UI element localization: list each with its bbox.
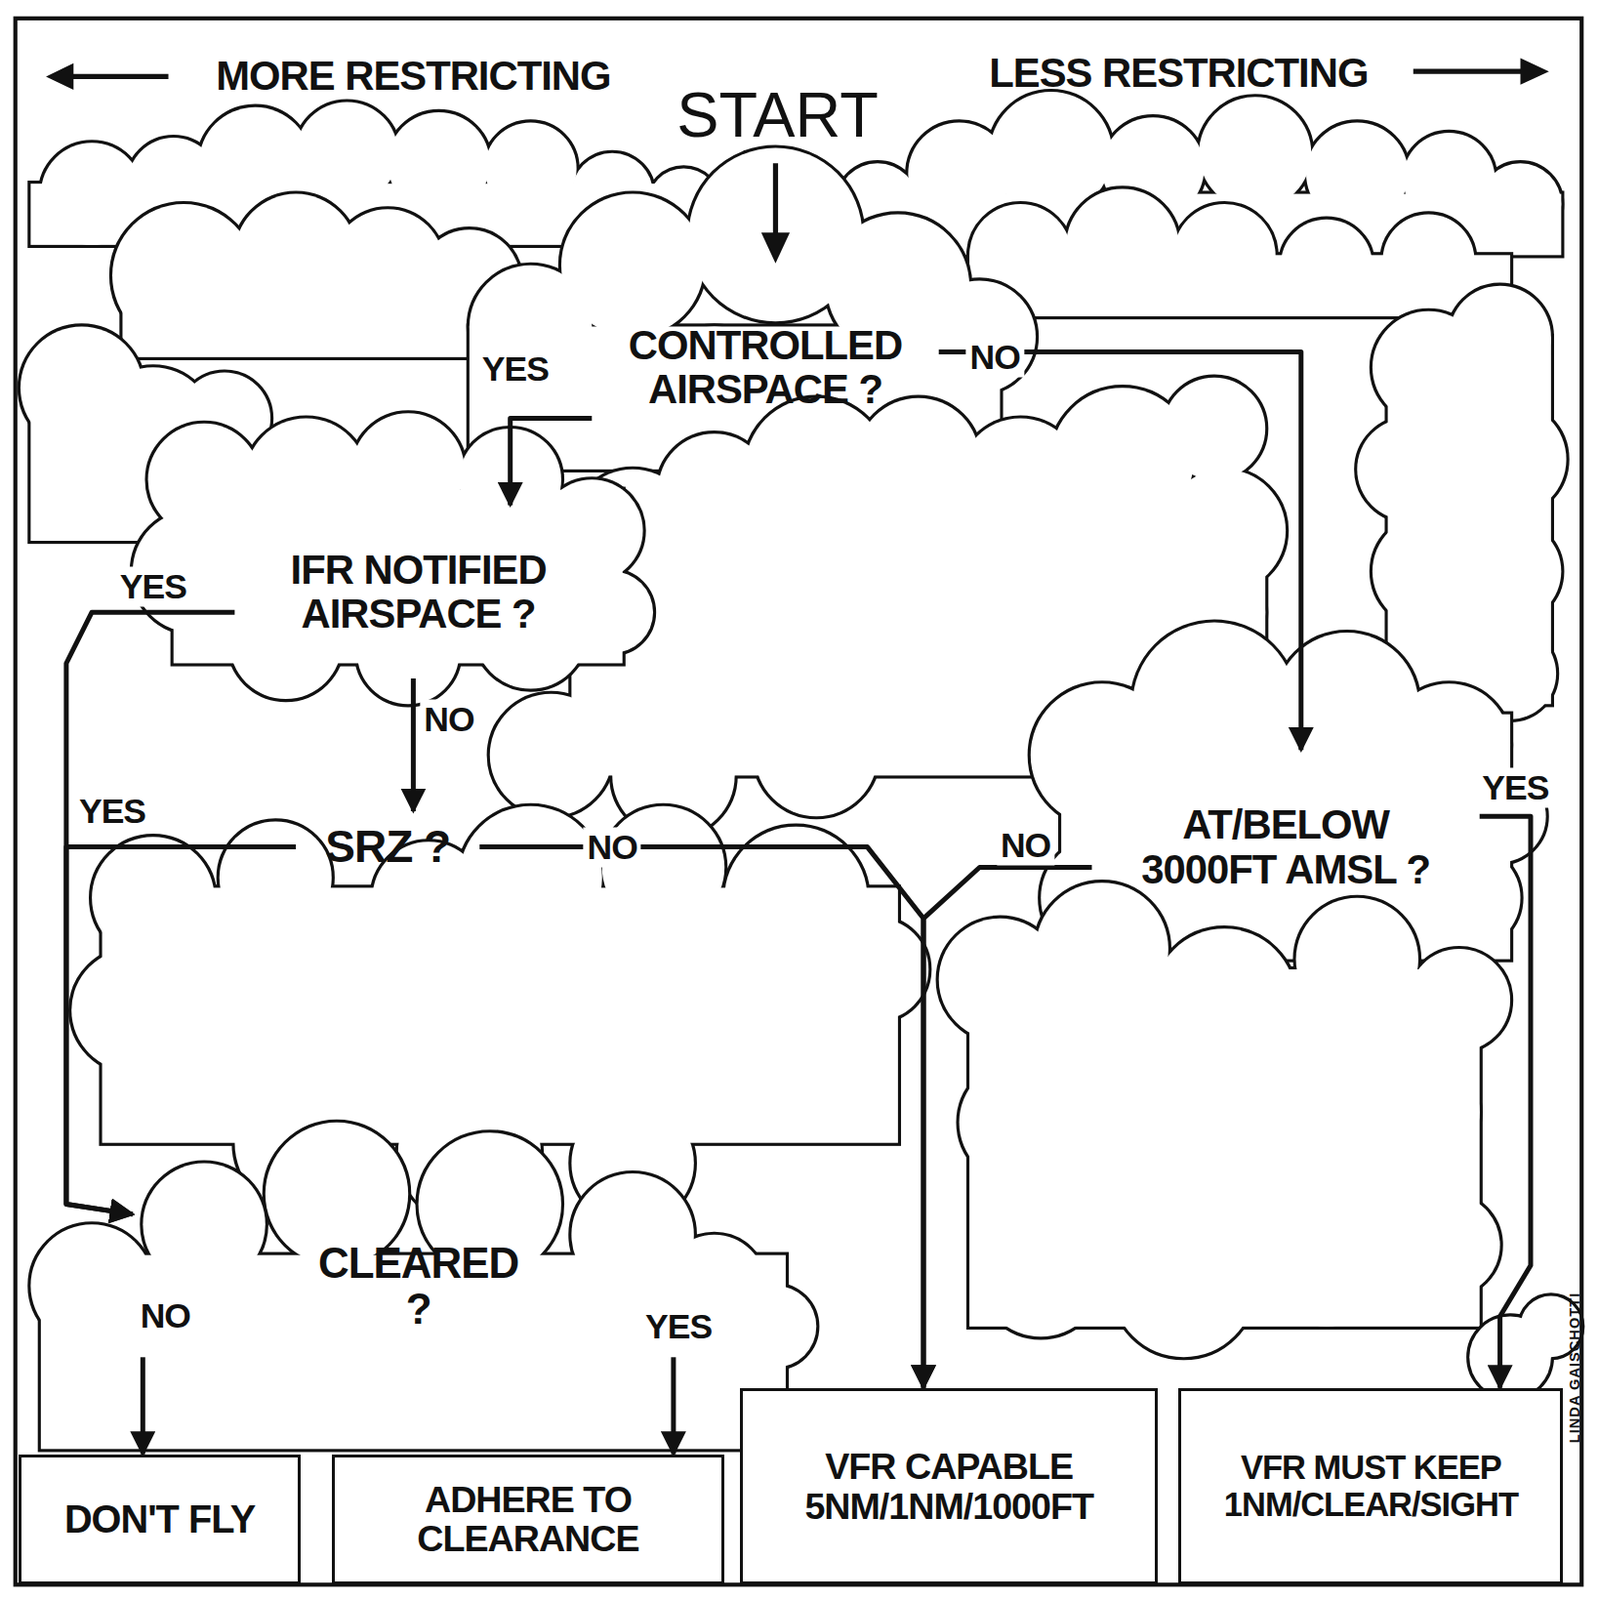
edge-label: NO [583, 826, 642, 867]
decision-cloud: CONTROLLED AIRSPACE ? [591, 290, 939, 445]
node-text: SRZ ? [325, 822, 451, 872]
cloud-outline [132, 412, 654, 704]
outcome-box: VFR CAPABLE 5NM/1NM/1000FT [739, 1388, 1159, 1586]
flow-arrow [510, 418, 593, 506]
outcome-box: VFR MUST KEEP 1NM/CLEAR/SIGHT [1178, 1388, 1563, 1586]
flow-arrow [410, 678, 416, 812]
edge-label: YES [641, 1306, 716, 1347]
flow-arrow [66, 612, 236, 1215]
flow-arrow [140, 1356, 146, 1454]
flow-arrow [1479, 816, 1531, 1388]
edge-label: YES [1477, 768, 1553, 809]
decision-cloud: AT/BELOW 3000FT AMSL ? [1092, 749, 1480, 944]
node-text: DON'T FLY [64, 1498, 255, 1541]
edge-label: NO [419, 698, 478, 739]
edge-label: YES [478, 349, 553, 390]
cloud [30, 1122, 817, 1449]
arrow-head [761, 232, 790, 263]
node-text: CLEARED ? [306, 1239, 532, 1333]
cloud [112, 194, 521, 358]
flow-arrow [66, 847, 296, 1215]
node-text: ADHERE TO CLEARANCE [344, 1479, 712, 1559]
start-label: START [676, 78, 878, 152]
decision-cloud: CLEARED ? [132, 1214, 704, 1357]
arrow-head [1520, 58, 1550, 85]
artist-signature: LINDA GAISCHOTTI [1566, 1292, 1583, 1443]
header-arrow [1413, 69, 1531, 75]
edge-label: YES [116, 567, 191, 608]
edge-label: YES [75, 791, 150, 832]
cloud [939, 882, 1511, 1357]
arrow-head [45, 63, 74, 90]
flow-arrow [479, 847, 924, 1389]
cloud [1469, 1296, 1582, 1399]
cloud [969, 188, 1511, 317]
start-arrow [773, 163, 779, 240]
edge-label: NO [136, 1296, 195, 1337]
node-text: VFR MUST KEEP 1NM/CLEAR/SIGHT [1187, 1449, 1555, 1523]
decision-cloud: IFR NOTIFIED AIRSPACE ? [234, 504, 602, 679]
node-text: CONTROLLED AIRSPACE ? [607, 323, 924, 411]
edge-label: NO [996, 824, 1055, 865]
flow-arrow [923, 867, 1093, 1389]
edge-label: NO [966, 336, 1025, 377]
flow-arrow [939, 352, 1302, 751]
header-arrow [61, 74, 169, 80]
cloud-outline [939, 882, 1511, 1357]
node-text: AT/BELOW 3000FT AMSL ? [1122, 802, 1450, 891]
cloud-outline [969, 188, 1511, 317]
outcome-box: DON'T FLY [18, 1454, 302, 1586]
decision-cloud: SRZ ? [295, 811, 480, 883]
cloud-outline [30, 1122, 817, 1449]
frame [15, 18, 1583, 1586]
direction-label: LESS RESTRICTING [988, 49, 1368, 97]
flow-arrow [670, 1356, 676, 1454]
cloud-outline [112, 194, 521, 358]
node-text: IFR NOTIFIED AIRSPACE ? [245, 547, 592, 636]
outcome-box: ADHERE TO CLEARANCE [331, 1454, 725, 1586]
cloud [132, 412, 654, 704]
direction-label: MORE RESTRICTING [215, 52, 611, 100]
node-text: VFR CAPABLE 5NM/1NM/1000FT [749, 1446, 1148, 1526]
cloud-outline [1469, 1296, 1582, 1399]
